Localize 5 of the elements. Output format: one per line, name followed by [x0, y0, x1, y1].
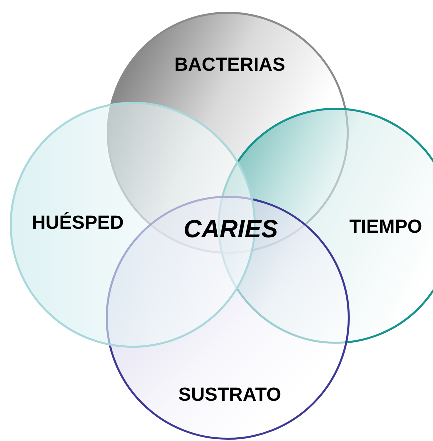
circle-label: TIEMPO [350, 217, 422, 239]
circle-label: HUÉSPED [32, 213, 124, 235]
circle-label: BACTERIAS [174, 55, 286, 77]
circle-label: SUSTRATO [178, 385, 282, 407]
center-label: CARIES [184, 216, 278, 244]
